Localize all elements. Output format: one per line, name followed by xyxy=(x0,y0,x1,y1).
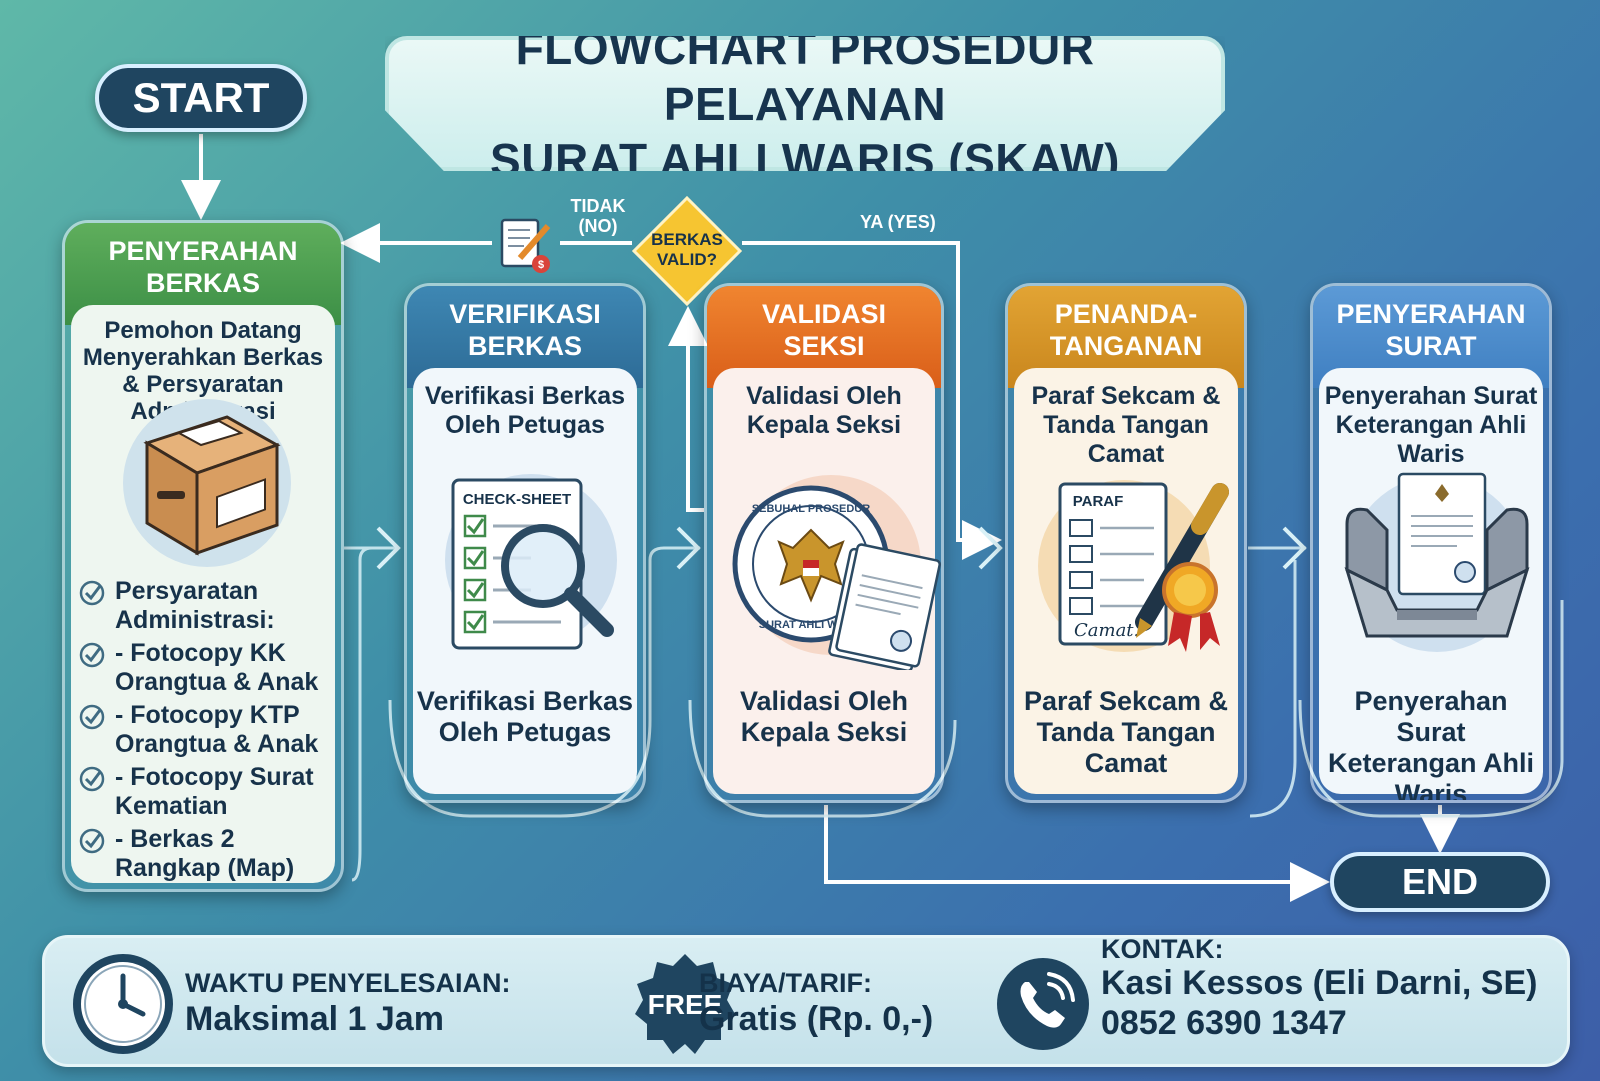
check-circle-icon xyxy=(79,704,105,730)
step3-body: Validasi Oleh Kepala Seksi SEBUHAL PROSE… xyxy=(713,368,941,794)
signature-text: Camat. xyxy=(1074,620,1139,641)
check-circle-icon xyxy=(79,642,105,668)
step5-header-line-2: SURAT xyxy=(1385,331,1477,361)
requirement-text: Persyaratan Administrasi: xyxy=(115,577,275,634)
yes-path xyxy=(742,241,1002,560)
rejected-document-icon: $ xyxy=(500,218,551,273)
checksheet-label: CHECK-SHEET xyxy=(463,491,571,508)
requirement-text: - Fotocopy KK Orangtua & Anak xyxy=(115,639,319,696)
document-tray-icon xyxy=(1344,472,1530,652)
step2-top-text: Verifikasi Berkas Oleh Petugas xyxy=(424,382,626,439)
cost-value: Gratis (Rp. 0,-) xyxy=(699,1000,934,1038)
end-node: END xyxy=(1330,852,1550,912)
paraf-label: PARAF xyxy=(1073,493,1124,510)
no-edge-label: TIDAK (NO) xyxy=(560,196,636,236)
step4-header-line-2: TANGANAN xyxy=(1049,331,1203,361)
decision-label-2: VALID? xyxy=(656,250,718,269)
requirement-item: - Fotocopy KK Orangtua & Anak xyxy=(79,639,329,697)
step5-body: Penyerahan Surat Keterangan Ahli Waris P… xyxy=(1319,368,1543,800)
time-value: Maksimal 1 Jam xyxy=(185,1000,444,1038)
step3-to-decision-arrow xyxy=(668,306,708,512)
flow-loop-3 xyxy=(688,699,957,818)
time-label: WAKTU PENYELESAIAN: xyxy=(185,968,511,998)
svg-text:$: $ xyxy=(538,259,544,271)
requirement-item: - Berkas 2 Rangkap (Map) xyxy=(79,825,329,883)
check-circle-icon xyxy=(79,766,105,792)
requirement-item: - Fotocopy KTP Orangtua & Anak xyxy=(79,701,329,759)
flow-loop-4 xyxy=(1248,546,1306,818)
requirements-list: Persyaratan Administrasi: - Fotocopy KK … xyxy=(79,577,329,887)
step2-header-line-2: BERKAS xyxy=(467,331,582,361)
step4-body: Paraf Sekcam & Tanda Tangan Camat PARAF … xyxy=(1014,368,1238,794)
requirement-text: - Berkas 2 Rangkap (Map) xyxy=(115,825,295,882)
step5-bottom-text: Penyerahan Surat Keterangan Ahli Waris xyxy=(1327,686,1535,803)
cost-label: BIAYA/TARIF: xyxy=(699,968,873,998)
phone-icon xyxy=(997,958,1089,1050)
step5-top-text: Penyerahan Surat Keterangan Ahli Waris xyxy=(1324,382,1538,468)
clock-icon xyxy=(73,954,173,1054)
step2-body: Verifikasi Berkas Oleh Petugas CHECK-SHE… xyxy=(413,368,637,794)
checksheet-magnifier-icon: CHECK-SHEET xyxy=(445,474,617,650)
step3-to-end-arrow xyxy=(824,805,1330,902)
box-icon xyxy=(123,399,291,567)
step3-top-text: Validasi Oleh Kepala Seksi xyxy=(746,382,902,439)
free-badge-text: FREE xyxy=(648,989,723,1020)
start-node: START xyxy=(95,64,307,132)
step1-header-line-2: BERKAS xyxy=(145,268,260,298)
seal-text-top: SEBUHAL PROSEDUR xyxy=(752,503,870,515)
seal-document-icon: SEBUHAL PROSEDUR SURAT AHLI WARIS xyxy=(732,475,941,670)
flow-loop-1 xyxy=(344,546,398,882)
step2-bottom-text: Verifikasi Berkas Oleh Petugas xyxy=(416,686,634,747)
step-penandatanganan: PENANDA-TANGANAN Paraf Sekcam & Tanda Ta… xyxy=(1005,283,1247,803)
step5-header-line-1: PENYERAHAN xyxy=(1336,299,1526,329)
step4-header-line-1: PENANDA- xyxy=(1054,299,1198,329)
title-banner: FLOWCHART PROSEDUR PELAYANAN SURAT AHLI … xyxy=(385,36,1225,171)
requirement-text: - Fotocopy KTP Orangtua & Anak xyxy=(115,701,319,758)
requirement-item: Persyaratan Administrasi: xyxy=(79,577,329,635)
step3-header-line-2: SEKSI xyxy=(783,331,865,361)
no-label-line-1: TIDAK xyxy=(570,196,626,216)
info-footer: WAKTU PENYELESAIAN: Maksimal 1 Jam FREE … xyxy=(42,934,1570,1067)
decision-node: BERKAS VALID? xyxy=(632,196,742,306)
requirement-text: - Fotocopy Surat Kematian xyxy=(115,763,314,820)
no-label-line-2: (NO) xyxy=(578,216,618,236)
step3-header-line-1: VALIDASI xyxy=(761,299,886,329)
contact-label: KONTAK: xyxy=(1101,934,1224,964)
step1-top-text: Pemohon Datang Menyerahkan Berkas & Pers… xyxy=(82,317,324,425)
requirement-item: - Fotocopy Surat Kematian xyxy=(79,763,329,821)
step4-bottom-text: Paraf Sekcam & Tanda Tangan Camat xyxy=(1023,686,1229,778)
yes-edge-label: YA (YES) xyxy=(860,212,936,232)
diamond-shape xyxy=(632,196,742,306)
check-circle-icon xyxy=(79,828,105,854)
step3-bottom-text: Validasi Oleh Kepala Seksi xyxy=(739,686,909,747)
title-line-2: SURAT AHLI WARIS (SKAW) xyxy=(490,133,1120,186)
step4-top-text: Paraf Sekcam & Tanda Tangan Camat xyxy=(1031,382,1221,468)
contact-name: Kasi Kessos (Eli Darni, SE) xyxy=(1101,964,1538,1002)
free-badge-icon: FREE xyxy=(635,954,735,1054)
decision-label-1: BERKAS xyxy=(651,230,723,249)
step1-header-line-1: PENYERAHAN xyxy=(108,236,298,266)
signature-pen-icon: PARAF Camat. xyxy=(1038,480,1229,652)
check-circle-icon xyxy=(79,580,105,606)
contact-phone: 0852 6390 1347 xyxy=(1101,1004,1347,1042)
flow-loop-5 xyxy=(1298,600,1564,818)
title-line-1: FLOWCHART PROSEDUR PELAYANAN xyxy=(515,21,1095,130)
step2-header-line-1: VERIFIKASI xyxy=(449,299,601,329)
step1-body: Pemohon Datang Menyerahkan Berkas & Pers… xyxy=(71,305,335,883)
